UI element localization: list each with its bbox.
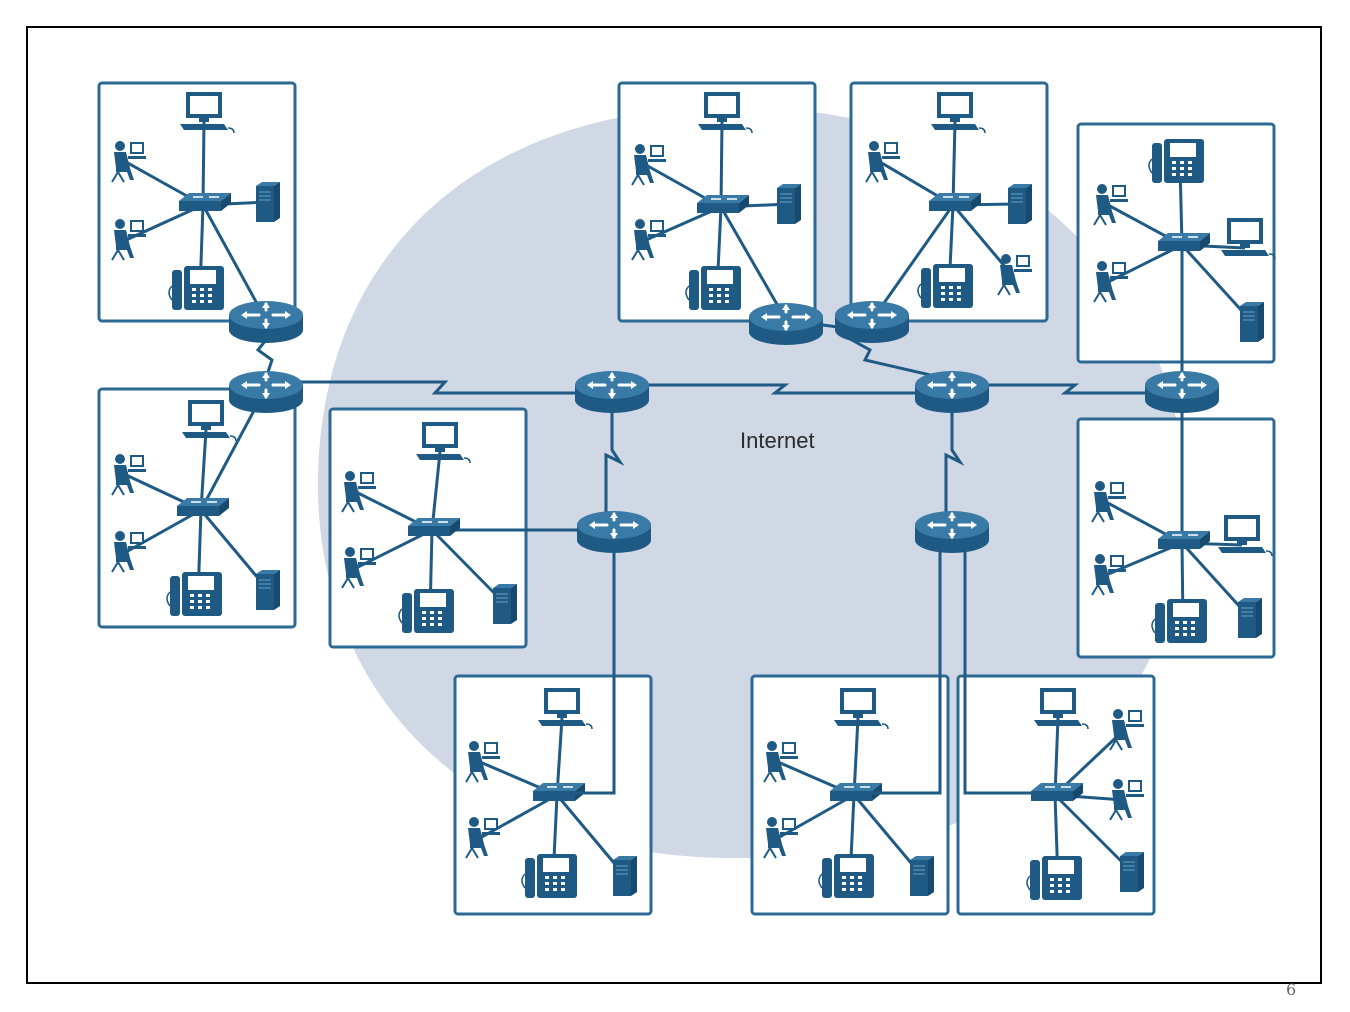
ip-phone-icon [818,853,875,899]
switch-icon [1157,232,1211,252]
lan-link [777,793,855,840]
router-icon [913,509,991,555]
lan-segment [1076,393,1276,659]
ip-phone-icon [1151,598,1208,644]
ip-phone-icon [1148,138,1205,184]
server-icon [492,583,518,625]
ip-phone-icon [917,263,974,309]
lan-link [555,717,564,796]
lan-link [479,793,558,840]
switch-icon [1157,530,1211,550]
lan-link [870,204,955,321]
server-icon [776,183,802,225]
lan-link [719,206,788,321]
lan-segment [750,674,950,916]
router-icon [575,509,653,555]
lan-segment [849,81,1049,323]
switch-icon [178,192,232,212]
internet-label: Internet [740,428,815,453]
ip-phone-icon [398,588,455,634]
lan-link [355,528,433,570]
lan-link [125,508,202,554]
page-number: 6 [1286,980,1297,999]
switch-icon [928,192,982,212]
router-icon [573,369,651,415]
router-icon [227,299,305,345]
lan-segment [617,81,817,323]
lan-segment [453,674,653,916]
ip-phone-icon [1026,855,1083,901]
ip-phone-icon [168,265,225,311]
lan-segment [97,81,297,323]
lan-link [951,121,957,206]
lan-link [430,451,442,531]
server-icon [612,855,638,897]
router-icon [1143,369,1221,415]
switch-icon [696,194,750,214]
lan-link [201,121,206,206]
server-icon [1119,851,1145,893]
lan-link [852,717,860,796]
server-icon [1239,301,1265,343]
router-icon [227,369,305,415]
router-icon [913,369,991,415]
lan-link [719,121,724,208]
slide-frame [26,26,1322,984]
lan-link [1053,717,1060,796]
lan-link [201,204,268,321]
router-icon [833,299,911,345]
lan-link [1053,793,1134,874]
lan-link [199,429,208,511]
switch-icon [407,517,461,537]
lan-link [430,528,507,606]
server-icon [255,181,281,223]
ip-phone-icon [685,265,742,311]
lan-segment [1076,122,1276,393]
wan-links [255,318,1182,520]
lan-link [951,204,1014,276]
switch-icon [176,497,230,517]
lan-link [1107,243,1183,284]
lan-segments [97,81,1276,916]
ip-phone-icon [166,571,223,617]
server-icon [1237,597,1263,639]
server-icon [255,569,281,611]
server-icon [909,855,935,897]
lan-segment [97,387,297,629]
server-icon [1007,183,1033,225]
router-icon [747,301,825,347]
ip-phone-icon [521,853,578,899]
lan-segment [956,674,1156,916]
lan-segment [328,407,614,649]
